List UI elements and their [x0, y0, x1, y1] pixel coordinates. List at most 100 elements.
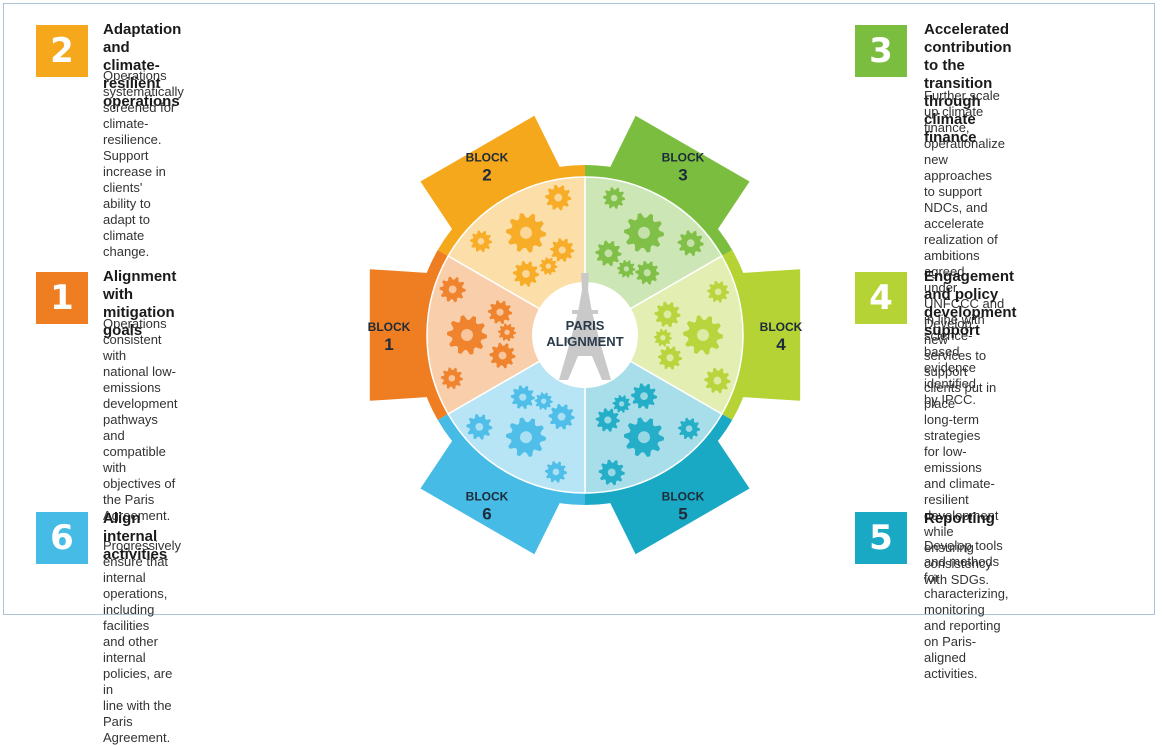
- block-1-title-line: mitigation goals: [103, 304, 175, 339]
- block-1-desc-line: national low-emissions: [103, 364, 176, 395]
- block-3-desc-line: realization of ambitions agreed: [924, 232, 998, 279]
- block-5-desc-line: for characterizing, monitoring: [924, 570, 1009, 617]
- block-5-desc-line: activities.: [924, 666, 978, 681]
- block-4-tooth-label: BLOCK: [760, 320, 803, 334]
- block-4-title-line: Engagement and policy: [924, 268, 1015, 303]
- block-1-tooth-label: BLOCK: [368, 320, 411, 334]
- block-2-cog-icon: [506, 213, 546, 253]
- block-6-cog-icon: [510, 385, 535, 410]
- block-4-title-line: development support: [924, 304, 1017, 339]
- block-3-description: Further scale up climate finance, operat…: [924, 88, 1005, 408]
- block-5-desc-line: and reporting on Paris-aligned: [924, 618, 1001, 665]
- block-5-title: Reporting: [924, 510, 995, 528]
- center-title-line1: PARIS: [566, 318, 605, 333]
- block-6-title-line: Align internal activities: [103, 510, 168, 563]
- block-2-cog-icon: [470, 230, 492, 253]
- block-2-cog-icon: [539, 257, 558, 275]
- block-4-desc-line: development while ensuring: [924, 508, 999, 555]
- gear-teeth: [369, 115, 801, 555]
- block-6-description: Progressively ensure that internal opera…: [103, 538, 181, 746]
- block-3-desc-line: to support NDCs, and accelerate: [924, 184, 988, 231]
- block-6-cog-icon: [534, 392, 553, 410]
- block-1-cog-icon: [498, 323, 516, 342]
- block-1-cog-icon: [440, 367, 463, 390]
- block-3-number-box: 3: [855, 25, 907, 77]
- block-4-desc-line: long-term strategies for low-: [924, 412, 981, 459]
- block-2-cog-icon: [550, 238, 575, 262]
- block-5-title-line: Reporting: [924, 510, 995, 527]
- block-1-desc-line: compatible with objectives of: [103, 444, 176, 491]
- block-5-tooth-number: 5: [678, 505, 687, 524]
- block-3-desc-line: by IPCC.: [924, 392, 977, 407]
- block-4-tooth: [737, 269, 801, 401]
- block-5-tooth: [607, 436, 750, 555]
- block-3-tooth-label: BLOCK: [662, 150, 705, 164]
- block-5-cog-icon: [624, 417, 664, 457]
- block-3-desc-line: under UNFCCC and in line with: [924, 280, 1005, 327]
- block-6-desc-line: Progressively ensure that internal: [103, 538, 182, 585]
- block-6-tooth-number: 6: [482, 505, 491, 524]
- block-4-cog-icon: [704, 367, 731, 394]
- block-6-cog-icon: [548, 403, 575, 430]
- block-6-desc-line: operations, including facilities: [103, 586, 168, 633]
- block-1-cog-icon: [447, 315, 487, 355]
- diagram-frame: [3, 3, 1155, 615]
- block-5-number-box: 5: [855, 512, 907, 564]
- block-3-cog-icon: [677, 230, 704, 256]
- block-3-title-line: Accelerated contribution: [924, 21, 1012, 56]
- block-5-cog-icon: [612, 395, 631, 413]
- block-5-cog-icon: [631, 383, 657, 409]
- block-1-number-box: 1: [36, 272, 88, 324]
- block-2-tooth-number: 2: [482, 165, 491, 184]
- block-5-cog-icon: [678, 417, 700, 440]
- block-6-number-box: 6: [36, 512, 88, 564]
- block-2-desc-line: Support increase in clients': [103, 148, 166, 195]
- block-2-tooth: [420, 115, 563, 234]
- block-3-cog-icon: [624, 213, 664, 253]
- block-4-desc-line: consistency with SDGs.: [924, 556, 992, 587]
- block-4-desc-line: Develop new services to: [924, 316, 987, 363]
- block-4-title: Engagement and policy development suppor…: [924, 268, 1017, 340]
- block-4-desc-line: support clients put in place: [924, 364, 997, 411]
- block-1-tooth: [369, 269, 433, 401]
- block-4-cog-icon: [683, 315, 723, 355]
- block-4-cog-icon: [658, 345, 682, 370]
- block-2-title-line: Adaptation and climate-: [103, 21, 182, 74]
- block-2-desc-line: ability to adapt to climate: [103, 196, 151, 243]
- block-3-desc-line: operationalize new approaches: [924, 136, 1005, 183]
- block-6-tooth-label: BLOCK: [466, 490, 509, 504]
- block-5-description: Develop tools and methods for characteri…: [924, 538, 1009, 682]
- center-title-line2: ALIGNMENT: [546, 334, 623, 349]
- block-2-cog-icon: [513, 261, 539, 287]
- block-2-title: Adaptation and climate- resilient operat…: [103, 21, 181, 111]
- block-2-title-line: resilient operations: [103, 75, 180, 110]
- block-1-cog-icon: [488, 300, 512, 325]
- block-4-desc-line: emissions and climate-resilient: [924, 460, 995, 507]
- block-1-cog-icon: [439, 276, 466, 303]
- block-4-cog-icon: [654, 301, 681, 328]
- block-3-desc-line: Further scale up climate finance,: [924, 88, 1000, 135]
- block-6-cog-icon: [466, 414, 493, 440]
- block-6-title: Align internal activities: [103, 510, 167, 564]
- block-3-cog-icon: [617, 260, 636, 278]
- block-3-cog-icon: [635, 260, 660, 285]
- block-2-tooth-label: BLOCK: [466, 150, 509, 164]
- block-4-tooth-number: 4: [776, 335, 786, 354]
- block-1-title: Alignment with mitigation goals: [103, 268, 176, 340]
- block-1-desc-line: development pathways and: [103, 396, 178, 443]
- block-4-cog-icon: [707, 280, 730, 303]
- block-6-cog-icon: [506, 417, 546, 457]
- block-1-desc-line: Operations consistent with: [103, 316, 167, 363]
- block-2-cog-icon: [545, 184, 572, 211]
- block-3-title: Accelerated contribution to the transiti…: [924, 21, 1011, 147]
- block-5-cog-icon: [598, 459, 625, 486]
- block-2-description: Operations systematically screened for c…: [103, 68, 184, 260]
- block-2-number-box: 2: [36, 25, 88, 77]
- block-2-desc-line: screened for climate-resilience.: [103, 100, 176, 147]
- block-4-cog-icon: [654, 328, 672, 347]
- cog-clusters: [439, 184, 731, 486]
- block-2-desc-line: Operations systematically: [103, 68, 184, 99]
- block-3-tooth: [607, 115, 750, 234]
